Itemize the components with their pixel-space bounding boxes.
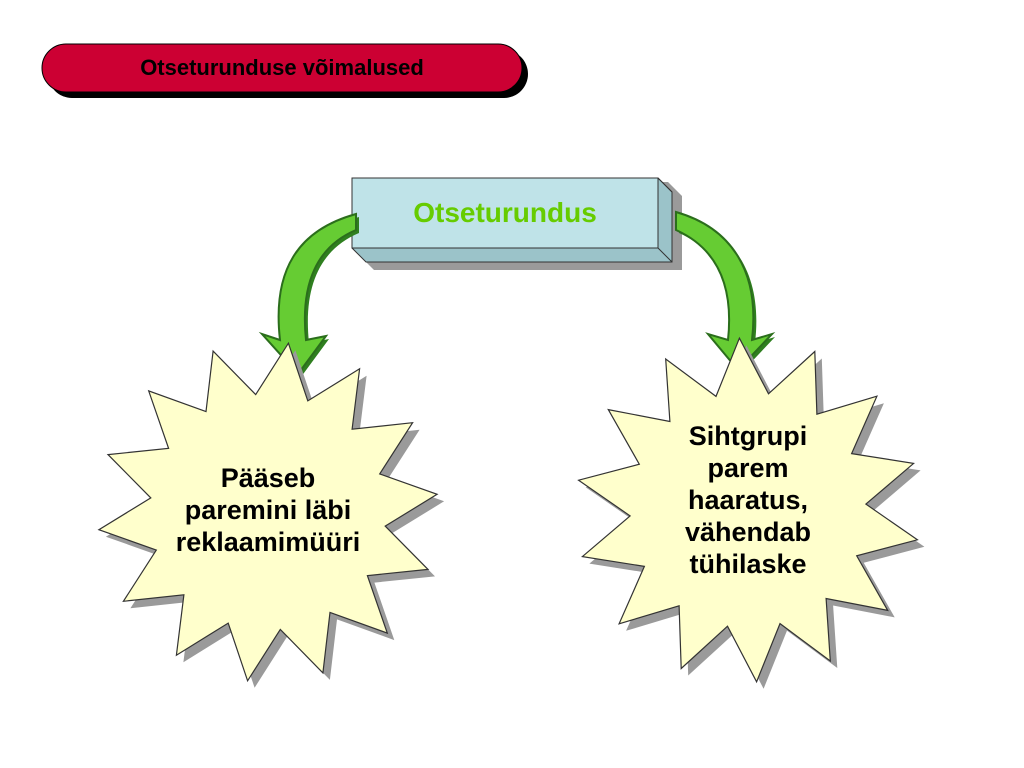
right-star <box>577 336 925 689</box>
left-star-line: paremini läbi <box>184 495 352 525</box>
title-banner <box>41 43 528 98</box>
right-arrow-body <box>675 210 776 372</box>
right-star-line: vähendab <box>684 517 812 547</box>
right-star-line: Sihtgrupi <box>688 421 808 451</box>
right-arrow <box>675 210 776 373</box>
left-star-line: Pääseb <box>220 463 316 493</box>
left-arrow-body <box>258 212 357 376</box>
left-star <box>97 341 445 688</box>
center-box-face <box>351 177 659 249</box>
title-banner-fill <box>41 43 523 93</box>
right-star-line: haaratus, <box>687 485 809 515</box>
left-star-shape <box>97 341 439 683</box>
center-box <box>351 177 682 270</box>
right-star-line: parem <box>707 453 789 483</box>
right-star-line: tühilaske <box>689 549 807 579</box>
left-star-line: reklaamimüüri <box>175 527 361 557</box>
right-star-shape <box>577 336 919 684</box>
slide-title: Otseturunduse võimalused <box>140 55 424 80</box>
left-star-label: Pääseb paremini läbi reklaamimüüri <box>148 430 388 590</box>
center-box-label: Otseturundus <box>413 197 597 228</box>
left-arrow <box>258 212 359 377</box>
right-star-label: Sihtgrupi parem haaratus, vähendab tühil… <box>628 400 868 600</box>
